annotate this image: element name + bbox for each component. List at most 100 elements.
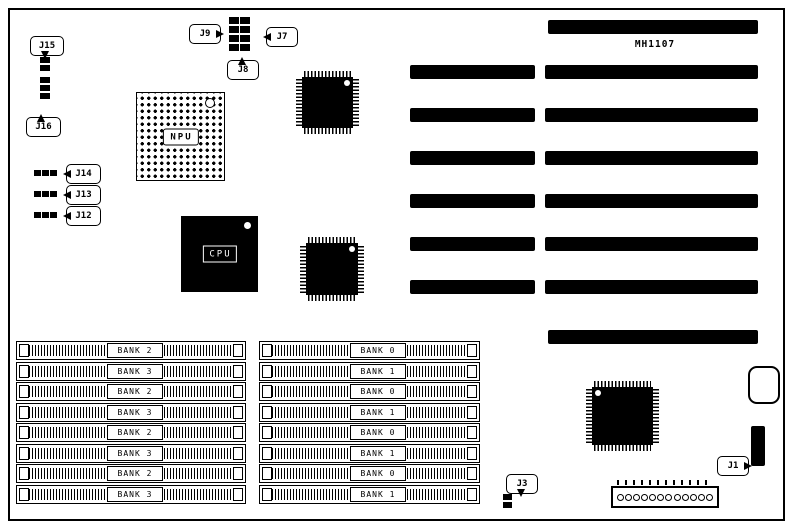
pin-pad [34, 191, 41, 197]
pin-pad [229, 26, 239, 33]
keyboard-connector [751, 426, 765, 466]
isa-slot [410, 108, 535, 122]
power-connector-pins [617, 480, 713, 485]
simm-clip [233, 406, 243, 419]
pin-pad [240, 35, 250, 42]
power-pin [617, 493, 624, 501]
callout-j16: J16 [26, 114, 61, 137]
simm-socket: BANK 3 [16, 444, 246, 463]
connector-j15-j16 [40, 57, 50, 102]
simm-socket: BANK 0 [259, 464, 480, 483]
chip-body [592, 387, 653, 445]
power-pin [665, 493, 673, 501]
simm-clip [233, 365, 243, 378]
bank-label: BANK 1 [350, 405, 406, 420]
simm-clip [19, 385, 29, 398]
chip-pins [594, 381, 651, 387]
qfp-chip-lower [300, 237, 364, 301]
bank-label: BANK 0 [350, 384, 406, 399]
isa-slot [545, 194, 758, 208]
bank-label: BANK 1 [350, 446, 406, 461]
chip-pins [304, 71, 351, 77]
bank-label: BANK 3 [107, 364, 163, 379]
simm-socket: BANK 0 [259, 423, 480, 442]
callout-j14: J14 [63, 164, 101, 184]
pin-pad [40, 65, 50, 71]
simm-clip [19, 365, 29, 378]
simm-socket: BANK 1 [259, 444, 480, 463]
pin-pad [240, 26, 250, 33]
connector-j13 [34, 191, 57, 197]
simm-socket: BANK 1 [259, 362, 480, 381]
pin-pad [240, 44, 250, 51]
simm-clip [262, 385, 272, 398]
simm-clip [19, 467, 29, 480]
simm-socket: BANK 0 [259, 382, 480, 401]
simm-clip [19, 426, 29, 439]
simm-clip [262, 488, 272, 501]
connector-j3 [503, 494, 512, 508]
simm-clip [262, 406, 272, 419]
callout-j1: J1 [717, 456, 752, 476]
simm-clip [467, 467, 477, 480]
simm-clip [233, 385, 243, 398]
pin-pad [240, 17, 250, 24]
pin-pad [34, 212, 41, 218]
simm-clip [19, 344, 29, 357]
bank-label: BANK 3 [107, 405, 163, 420]
pin1-marker-icon [205, 98, 215, 108]
simm-socket: BANK 3 [16, 362, 246, 381]
simm-socket: BANK 3 [16, 485, 246, 504]
simm-clip [19, 406, 29, 419]
power-pin [625, 493, 633, 501]
isa-slot [548, 330, 758, 344]
power-connector [611, 486, 719, 508]
power-pin [705, 493, 713, 501]
pin-pad [42, 212, 49, 218]
bank-label: BANK 3 [107, 487, 163, 502]
simm-clip [262, 426, 272, 439]
simm-clip [467, 406, 477, 419]
simm-clip [467, 344, 477, 357]
isa-slot [410, 194, 535, 208]
simm-clip [467, 365, 477, 378]
simm-clip [233, 426, 243, 439]
cpu-label: CPU [202, 245, 237, 263]
bank-label: BANK 2 [107, 343, 163, 358]
simm-clip [262, 365, 272, 378]
simm-clip [19, 447, 29, 460]
npu-label: NPU [162, 128, 199, 145]
power-pin [673, 493, 681, 501]
pin-pad [40, 85, 50, 91]
isa-slot [548, 20, 758, 34]
chip-pins [358, 245, 364, 293]
bank-label: BANK 1 [350, 487, 406, 502]
isa-slot [410, 237, 535, 251]
pin-pad [34, 170, 41, 176]
pin-pad [40, 93, 50, 99]
power-pin [633, 493, 641, 501]
pin-pad [229, 35, 239, 42]
bank-label: BANK 3 [107, 446, 163, 461]
simm-socket: BANK 0 [259, 341, 480, 360]
callout-j13: J13 [63, 185, 101, 205]
chip-pins [304, 128, 351, 134]
pin-pad [50, 191, 57, 197]
simm-clip [262, 467, 272, 480]
chip-pins [653, 389, 659, 443]
power-pin [681, 493, 689, 501]
isa-slot [545, 65, 758, 79]
simm-clip [262, 344, 272, 357]
pin1-marker-icon [244, 222, 251, 229]
pin-pad [40, 77, 50, 83]
bank-label: BANK 0 [350, 466, 406, 481]
power-pin [657, 493, 665, 501]
simm-clip [233, 344, 243, 357]
simm-socket: BANK 3 [16, 403, 246, 422]
chip-pins [586, 389, 592, 443]
connector-j14 [34, 170, 57, 176]
simm-clip [19, 488, 29, 501]
isa-slot [410, 65, 535, 79]
simm-socket: BANK 1 [259, 485, 480, 504]
callout-j8: J8 [227, 57, 259, 80]
